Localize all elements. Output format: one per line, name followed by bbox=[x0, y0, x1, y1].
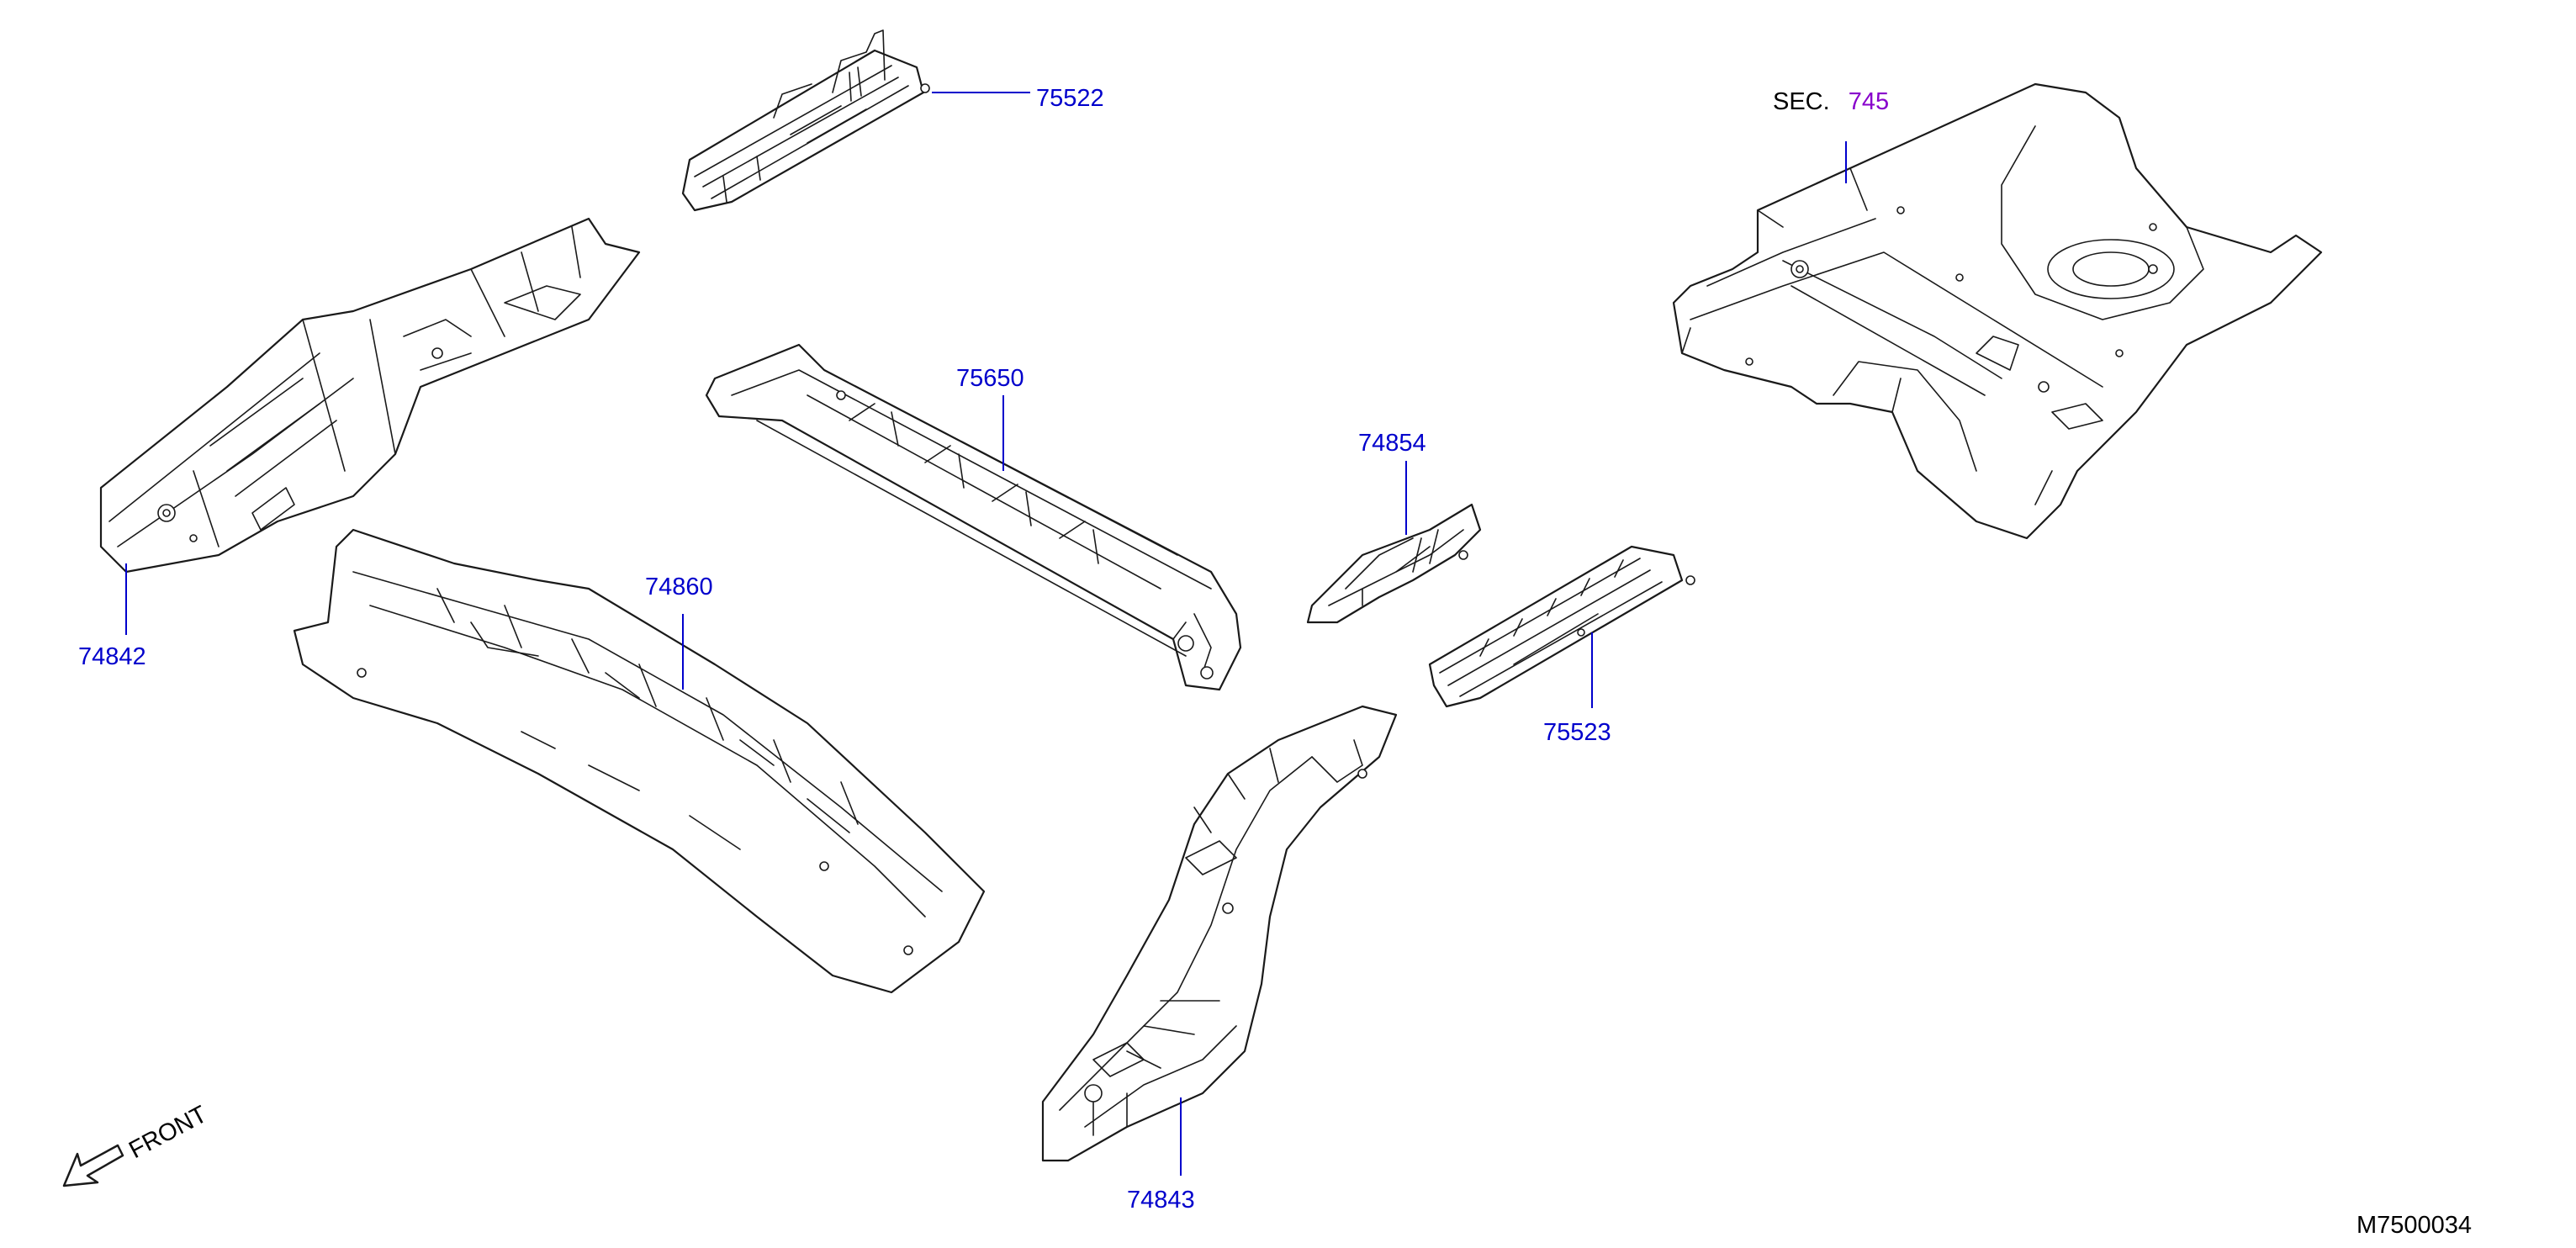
part-74843-drawing[interactable] bbox=[1041, 705, 1398, 1162]
callout-74854[interactable]: 74854 bbox=[1358, 430, 1426, 457]
part-75522-drawing[interactable] bbox=[681, 29, 930, 212]
part-74860-drawing[interactable] bbox=[293, 528, 986, 994]
callout-74860[interactable]: 74860 bbox=[645, 574, 713, 600]
section-745-drawing[interactable] bbox=[1672, 82, 2323, 540]
part-74854-drawing[interactable] bbox=[1306, 503, 1482, 624]
callout-75522[interactable]: 75522 bbox=[1036, 85, 1104, 112]
section-prefix: SEC. bbox=[1773, 88, 1830, 115]
front-label: FRONT bbox=[124, 1101, 211, 1164]
part-75523-drawing[interactable] bbox=[1428, 545, 1695, 708]
section-number: 745 bbox=[1849, 88, 1889, 115]
part-75650-drawing[interactable] bbox=[705, 343, 1242, 691]
leader-lines bbox=[125, 92, 1847, 1176]
callout-75650[interactable]: 75650 bbox=[956, 365, 1024, 392]
callout-74843[interactable]: 74843 bbox=[1127, 1187, 1195, 1214]
diagram-code: M7500034 bbox=[2356, 1212, 2472, 1239]
callout-75523[interactable]: 75523 bbox=[1543, 719, 1611, 746]
section-reference[interactable]: SEC. 745 bbox=[1773, 88, 1889, 115]
part-74842-drawing[interactable] bbox=[99, 217, 641, 574]
front-arrow-icon bbox=[62, 1144, 124, 1187]
callout-74842[interactable]: 74842 bbox=[78, 643, 146, 670]
